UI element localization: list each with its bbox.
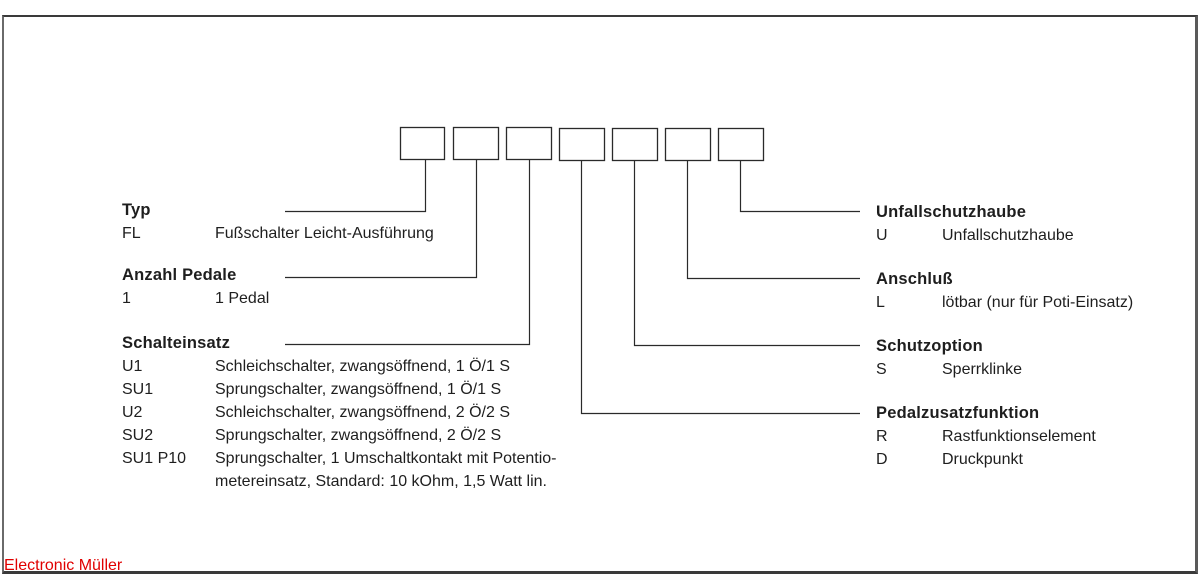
- group-schutzoption: Schutzoption S Sperrklinke: [876, 335, 1022, 381]
- option-row-continuation: metereinsatz, Standard: 10 kOhm, 1,5 Wat…: [122, 470, 557, 493]
- connector-anzahl-pedale: [285, 159, 478, 279]
- option-code: 1: [122, 290, 131, 307]
- option-text: Sperrklinke: [942, 361, 1023, 378]
- option-row: D Druckpunkt: [876, 448, 1096, 471]
- option-row: U1 Schleichschalter, zwangsöffnend, 1 Ö/…: [122, 355, 557, 378]
- code-box-4: [558, 127, 606, 162]
- group-heading: Typ: [122, 201, 151, 219]
- option-text: lötbar (nur für Poti-Einsatz): [942, 294, 1134, 311]
- brand-label: Electronic Müller: [4, 557, 123, 574]
- option-row: FL Fußschalter Leicht-Ausführung: [122, 222, 434, 245]
- connector-unfallschutzhaube: [739, 160, 860, 213]
- option-row: U2 Schleichschalter, zwangsöffnend, 2 Ö/…: [122, 401, 557, 424]
- option-row: S Sperrklinke: [876, 358, 1022, 381]
- code-box-5: [611, 127, 659, 162]
- option-row: SU1 P10 Sprungschalter, 1 Umschaltkontak…: [122, 447, 557, 470]
- group-heading: Schutzoption: [876, 337, 983, 355]
- option-text: Sprungschalter, zwangsöffnend, 1 Ö/1 S: [215, 381, 502, 398]
- option-row: R Rastfunktionselement: [876, 425, 1096, 448]
- option-row: 1 1 Pedal: [122, 287, 269, 310]
- group-schalteinsatz: Schalteinsatz U1 Schleichschalter, zwang…: [122, 332, 557, 493]
- code-box-6: [664, 127, 712, 162]
- code-box-1: [399, 126, 446, 161]
- option-code: S: [876, 361, 887, 378]
- group-heading: Pedalzusatzfunktion: [876, 404, 1040, 422]
- option-code: U1: [122, 358, 143, 375]
- code-box-2: [452, 126, 500, 161]
- option-code: SU2: [122, 427, 154, 444]
- group-heading: Unfallschutzhaube: [876, 203, 1027, 221]
- option-text: Sprungschalter, zwangsöffnend, 2 Ö/2 S: [215, 427, 502, 444]
- group-heading: Schalteinsatz: [122, 334, 231, 352]
- option-code: SU1 P10: [122, 450, 187, 467]
- option-row: U Unfallschutzhaube: [876, 224, 1074, 247]
- group-heading: Anzahl Pedale: [122, 266, 237, 284]
- group-heading: Anschluß: [876, 270, 953, 288]
- group-anzahl-pedale: Anzahl Pedale 1 1 Pedal: [122, 264, 269, 310]
- group-anschluss: Anschluß L lötbar (nur für Poti-Einsatz): [876, 268, 1133, 314]
- option-text: Unfallschutzhaube: [942, 227, 1074, 244]
- connector-schalteinsatz: [285, 159, 531, 346]
- option-text: Rastfunktionselement: [942, 428, 1096, 445]
- option-code: SU1: [122, 381, 154, 398]
- code-box-3: [505, 126, 553, 161]
- group-unfallschutzhaube: Unfallschutzhaube U Unfallschutzhaube: [876, 201, 1074, 247]
- option-code: L: [876, 294, 885, 311]
- connector-pedalzusatzfunktion: [580, 160, 860, 415]
- option-code: FL: [122, 225, 141, 242]
- option-text: Schleichschalter, zwangsöffnend, 2 Ö/2 S: [215, 404, 510, 421]
- option-code: D: [876, 451, 888, 468]
- connector-schutzoption: [633, 160, 860, 347]
- group-pedalzusatzfunktion: Pedalzusatzfunktion R Rastfunktionseleme…: [876, 402, 1096, 471]
- option-code: R: [876, 428, 888, 445]
- option-row: SU1 Sprungschalter, zwangsöffnend, 1 Ö/1…: [122, 378, 557, 401]
- option-text: Fußschalter Leicht-Ausführung: [215, 225, 434, 242]
- option-row: SU2 Sprungschalter, zwangsöffnend, 2 Ö/2…: [122, 424, 557, 447]
- group-typ: Typ FL Fußschalter Leicht-Ausführung: [122, 199, 434, 245]
- option-text: 1 Pedal: [215, 290, 270, 307]
- option-code: U: [876, 227, 888, 244]
- code-box-7: [717, 127, 765, 162]
- option-text: Druckpunkt: [942, 451, 1023, 468]
- connector-anschluss: [686, 160, 860, 280]
- diagram-frame: [2, 15, 1198, 574]
- option-row: L lötbar (nur für Poti-Einsatz): [876, 291, 1133, 314]
- option-text: Schleichschalter, zwangsöffnend, 1 Ö/1 S: [215, 358, 510, 375]
- option-text: Sprungschalter, 1 Umschaltkontakt mit Po…: [215, 450, 557, 467]
- option-text: metereinsatz, Standard: 10 kOhm, 1,5 Wat…: [215, 473, 547, 490]
- option-code: U2: [122, 404, 143, 421]
- connector-typ: [285, 159, 427, 213]
